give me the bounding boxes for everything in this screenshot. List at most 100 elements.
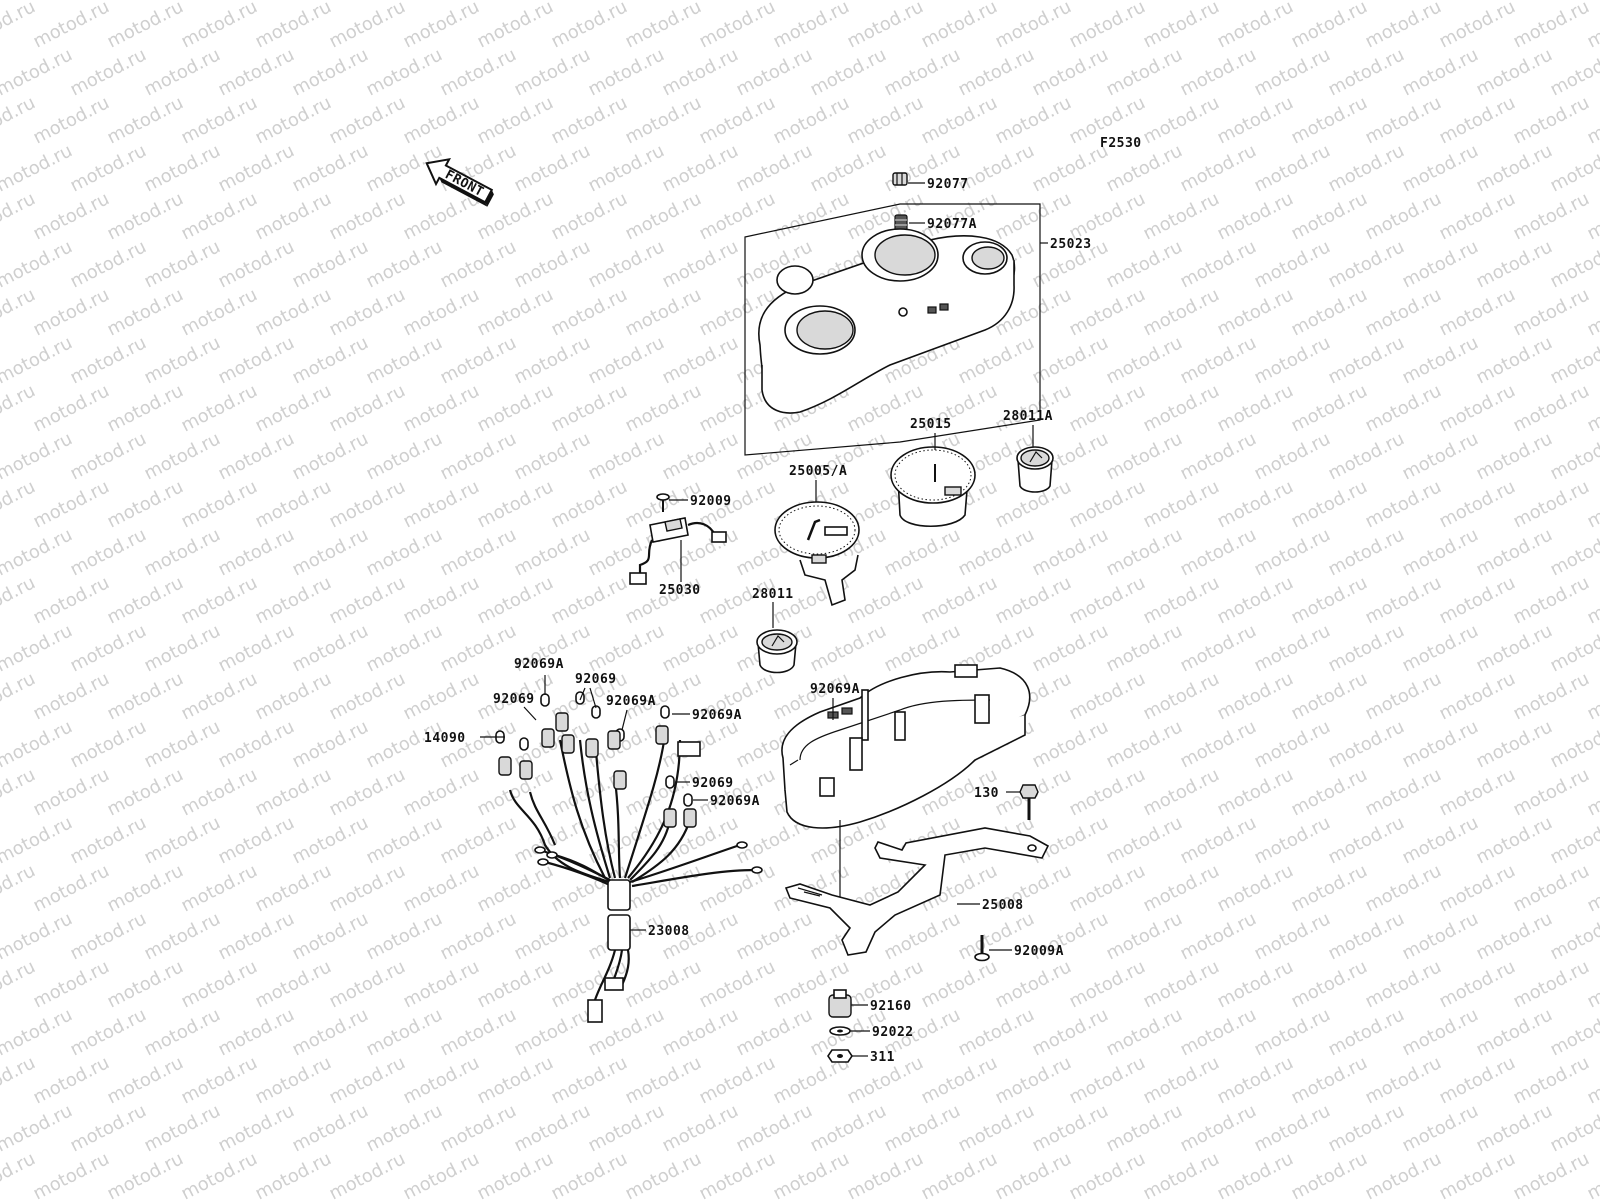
part-label-25015: 25015 xyxy=(910,417,952,432)
watermark-text: motod.ru xyxy=(1251,44,1334,100)
watermark-text: motod.ru xyxy=(1140,860,1223,916)
watermark-text: motod.ru xyxy=(844,1148,927,1200)
socket-icon xyxy=(498,756,512,776)
watermark-text: motod.ru xyxy=(178,380,261,436)
watermark-text: motod.ru xyxy=(474,92,557,148)
part-label-25005a: 25005/A xyxy=(789,464,847,479)
watermark-text: motod.ru xyxy=(955,332,1038,388)
watermark-text: motod.ru xyxy=(1436,92,1519,148)
watermark-text: motod.ru xyxy=(252,668,335,724)
watermark-text: motod.ru xyxy=(178,572,261,628)
part-label-25030: 25030 xyxy=(659,583,701,598)
watermark-text: motod.ru xyxy=(548,380,631,436)
watermark-text: motod.ru xyxy=(511,1004,594,1060)
watermark-text: motod.ru xyxy=(1399,236,1482,292)
watermark-text: motod.ru xyxy=(67,716,150,772)
watermark-text: motod.ru xyxy=(1288,1052,1371,1108)
watermark-text: motod.ru xyxy=(252,572,335,628)
watermark-text: motod.ru xyxy=(1140,0,1223,52)
watermark-text: motod.ru xyxy=(1140,1148,1223,1200)
watermark-text: motod.ru xyxy=(178,1052,261,1108)
watermark-text: motod.ru xyxy=(30,92,113,148)
watermark-text: motod.ru xyxy=(1214,380,1297,436)
watermark-text: motod.ru xyxy=(252,764,335,820)
watermark-text: motod.ru xyxy=(1177,236,1260,292)
watermark-text: motod.ru xyxy=(1473,1100,1556,1156)
watermark-text: motod.ru xyxy=(585,236,668,292)
watermark-text: motod.ru xyxy=(585,428,668,484)
watermark-text: motod.ru xyxy=(1325,332,1408,388)
watermark-text: motod.ru xyxy=(252,860,335,916)
watermark-text: motod.ru xyxy=(1399,908,1482,964)
watermark-text: motod.ru xyxy=(1029,716,1112,772)
watermark-text: motod.ru xyxy=(1288,476,1371,532)
watermark-text: motod.ru xyxy=(1251,524,1334,580)
watermark-text: motod.ru xyxy=(1288,764,1371,820)
watermark-text: motod.ru xyxy=(696,92,779,148)
watermark-text: motod.ru xyxy=(437,332,520,388)
watermark-text: motod.ru xyxy=(1473,620,1556,676)
part-label-25008: 25008 xyxy=(982,898,1024,913)
part-label-25023: 25023 xyxy=(1050,237,1092,252)
watermark-text: motod.ru xyxy=(918,1052,1001,1108)
watermark-text: motod.ru xyxy=(363,44,446,100)
watermark-text: motod.ru xyxy=(363,428,446,484)
watermark-text: motod.ru xyxy=(1103,0,1186,4)
watermark-text: motod.ru xyxy=(0,1004,76,1060)
watermark-text: motod.ru xyxy=(1510,1052,1593,1108)
watermark-text: motod.ru xyxy=(141,428,224,484)
watermark-text: motod.ru xyxy=(141,44,224,100)
watermark-text: motod.ru xyxy=(67,524,150,580)
watermark-text: motod.ru xyxy=(67,44,150,100)
watermark-text: motod.ru xyxy=(1473,428,1556,484)
watermark-text: motod.ru xyxy=(363,0,446,4)
watermark-text: motod.ru xyxy=(1362,92,1445,148)
bulb-icon xyxy=(665,775,675,789)
watermark-text: motod.ru xyxy=(104,668,187,724)
cover-assembly-outline xyxy=(744,203,1041,456)
watermark-text: motod.ru xyxy=(1325,524,1408,580)
watermark-text: motod.ru xyxy=(1473,332,1556,388)
watermark-text: motod.ru xyxy=(1436,1052,1519,1108)
watermark-text: motod.ru xyxy=(1177,0,1260,4)
watermark-text: motod.ru xyxy=(807,1100,890,1156)
watermark-text: motod.ru xyxy=(252,1148,335,1200)
figure-code: F2530 xyxy=(1100,136,1142,151)
watermark-text: motod.ru xyxy=(1473,0,1556,4)
watermark-text: motod.ru xyxy=(67,1004,150,1060)
watermark-text: motod.ru xyxy=(622,380,705,436)
watermark-text: motod.ru xyxy=(0,956,39,1012)
watermark-text: motod.ru xyxy=(511,428,594,484)
watermark-text: motod.ru xyxy=(585,0,668,4)
watermark-text: motod.ru xyxy=(1510,668,1593,724)
watermark-text: motod.ru xyxy=(1140,92,1223,148)
watermark-text: motod.ru xyxy=(363,236,446,292)
watermark-text: motod.ru xyxy=(1436,860,1519,916)
watermark-text: motod.ru xyxy=(1103,1004,1186,1060)
watermark-text: motod.ru xyxy=(363,1004,446,1060)
watermark-text: motod.ru xyxy=(252,1052,335,1108)
watermark-text: motod.ru xyxy=(326,668,409,724)
part-label-92077a: 92077A xyxy=(927,217,977,232)
watermark-text: motod.ru xyxy=(1177,332,1260,388)
socket-icon xyxy=(519,760,533,780)
watermark-text: motod.ru xyxy=(104,1148,187,1200)
watermark-text: motod.ru xyxy=(363,1100,446,1156)
watermark-text: motod.ru xyxy=(437,812,520,868)
cap-92077-icon xyxy=(892,172,908,186)
watermark-text: motod.ru xyxy=(0,0,39,52)
watermark-text: motod.ru xyxy=(67,908,150,964)
watermark-text: motod.ru xyxy=(0,572,39,628)
bulb-sockets-group xyxy=(495,691,697,828)
watermark-text: motod.ru xyxy=(67,620,150,676)
watermark-text: motod.ru xyxy=(1399,524,1482,580)
watermark-text: motod.ru xyxy=(1510,860,1593,916)
gauge-28011a-icon xyxy=(1016,446,1054,493)
watermark-text: motod.ru xyxy=(696,0,779,52)
watermark-text: motod.ru xyxy=(1177,908,1260,964)
watermark-text: motod.ru xyxy=(474,572,557,628)
bolt-130-icon xyxy=(1019,784,1039,820)
watermark-text: motod.ru xyxy=(400,860,483,916)
watermark-text: motod.ru xyxy=(67,428,150,484)
watermark-text: motod.ru xyxy=(400,92,483,148)
